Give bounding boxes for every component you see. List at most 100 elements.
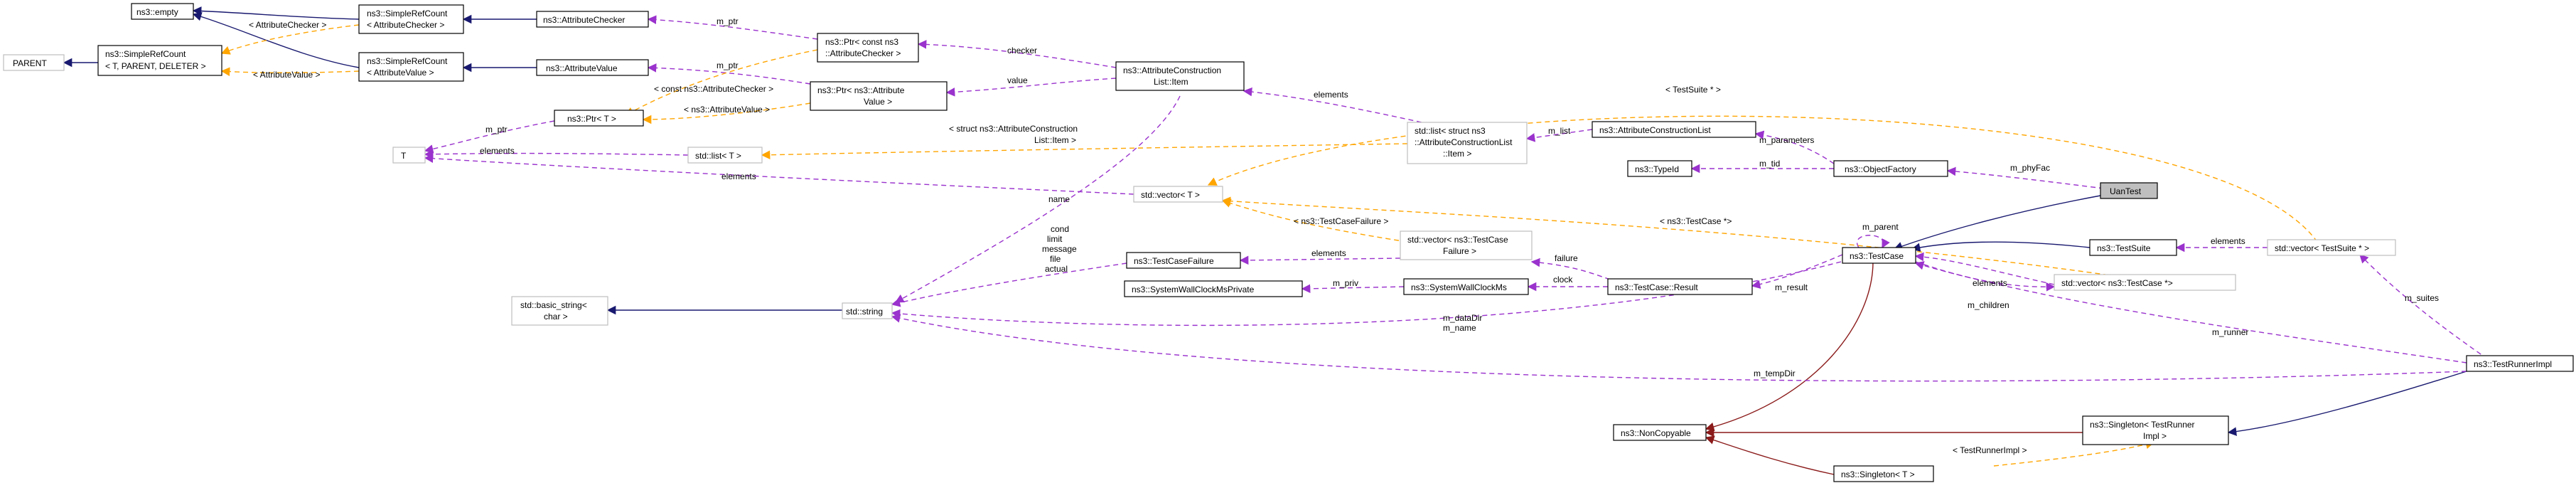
edge-label: m_list [1548,126,1571,136]
edge-vects-to-vect [1207,115,2318,243]
edge-label: clock [1553,275,1573,285]
edge-label: m_dataDir [1443,313,1482,323]
node-singleton-testrunnerimpl[interactable]: ns3::Singleton< TestRunner Impl > [2082,415,2229,445]
edge-label: m_ptr [717,16,739,26]
node-simplerefcount-attributechecker[interactable]: ns3::SimpleRefCount < AttributeChecker > [358,4,464,34]
node-label: std::list< T > [695,151,741,161]
edge-label: < ns3::TestCaseFailure > [1294,216,1388,226]
node-parent[interactable]: PARENT [3,54,65,71]
node-label: ns3::Ptr< T > [567,114,616,124]
node-label: ns3::Singleton< T > [1841,469,1915,479]
node-label: ns3::SystemWallClockMsPrivate [1132,285,1255,294]
edge-vectc-to-tc [1914,252,2055,285]
node-label: ns3::TestRunnerImpl [2474,359,2552,369]
node-std-vector-t[interactable]: std::vector< T > [1133,186,1223,203]
node-label: ns3::AttributeValue [546,63,618,73]
edge-label: m_result [1775,282,1808,292]
node-label: ns3::TestCase [1850,251,1904,261]
node-typeid[interactable]: ns3::TypeId [1627,160,1692,177]
edge-labels: < AttributeChecker > < AttributeValue > … [249,16,2439,455]
edge-label: message [1042,244,1077,254]
node-label: ns3::Ptr< ns3::Attribute [817,85,905,95]
node-uantest[interactable]: UanTest [2100,182,2158,199]
edge-label: elements [721,171,756,181]
edge-label: actual [1045,264,1068,274]
node-std-vector-testcase[interactable]: std::vector< ns3::TestCase *> [2054,274,2236,291]
node-testcase[interactable]: ns3::TestCase [1842,247,1916,264]
edge-tcf-to-stdstring [891,262,1127,307]
edge-trimpl-to-stdstring [891,314,2467,382]
node-singleton-t[interactable]: ns3::Singleton< T > [1833,465,1934,482]
node-label: PARENT [13,58,47,68]
node-label: char > [544,312,568,322]
edge-label: < const ns3::AttributeChecker > [654,84,773,94]
node-simplerefcount-t[interactable]: ns3::SimpleRefCount < T, PARENT, DELETER… [97,45,222,76]
edge-ptrac-to-ptrt [624,49,818,116]
node-simplerefcount-attributevalue[interactable]: ns3::SimpleRefCount < AttributeValue > [358,52,464,82]
edge-label: value [1007,75,1028,85]
node-label: < AttributeValue > [367,68,434,78]
node-std-string[interactable]: std::string [842,302,893,319]
edge-label: checker [1007,46,1037,55]
edge-label: m_tid [1759,159,1780,169]
edge-label: failure [1555,253,1578,263]
edge-label: m_ptr [717,60,739,70]
edge-singt-to-singtri [1993,440,2155,467]
edge-ptrt-to-T [424,120,555,154]
node-t[interactable]: T [392,147,426,164]
edge-label: < struct ns3::AttributeConstruction [949,124,1078,134]
node-testcasefailure[interactable]: ns3::TestCaseFailure [1126,252,1241,269]
node-testcase-result[interactable]: ns3::TestCase::Result [1607,278,1753,295]
node-attributeconstructionlist-item[interactable]: ns3::AttributeConstruction List::Item [1115,61,1245,91]
edge-srcav-to-srct [220,67,360,76]
edge-tc-to-noncopy [1705,261,1874,432]
node-noncopyable[interactable]: ns3::NonCopyable [1613,424,1707,441]
node-testrunnerimpl[interactable]: ns3::TestRunnerImpl [2466,355,2574,372]
node-std-vector-testcasefailure[interactable]: std::vector< ns3::TestCase Failure > [1400,230,1533,260]
edge-label: m_parent [1862,222,1899,232]
node-label: ns3::AttributeConstruction [1123,65,1221,75]
edge-label: m_children [1968,300,2009,310]
node-label: ns3::SimpleRefCount [105,49,186,59]
node-label: ns3::Singleton< TestRunner [2090,420,2195,430]
node-attributevalue[interactable]: ns3::AttributeValue [536,59,649,76]
edge-ptrav-to-av [647,63,811,85]
node-ptr-attributevalue[interactable]: ns3::Ptr< ns3::Attribute Value > [810,81,948,111]
node-label: UanTest [2110,186,2142,196]
node-label: ns3::ObjectFactory [1845,164,1916,174]
node-objectfactory[interactable]: ns3::ObjectFactory [1833,160,1948,177]
node-std-list-t[interactable]: std::list< T > [687,147,763,164]
node-attributechecker[interactable]: ns3::AttributeChecker [536,11,649,28]
node-systemwallclockmsprivate[interactable]: ns3::SystemWallClockMsPrivate [1124,280,1303,297]
node-attributeconstructionlist[interactable]: ns3::AttributeConstructionList [1592,121,1756,138]
edge-label: m_runner [2212,327,2248,337]
edge-acli-to-stdstring [894,95,1181,303]
edge-label: elements [1311,248,1346,258]
node-label: ns3::SimpleRefCount [367,56,448,66]
node-std-list-item[interactable]: std::list< struct ns3 ::AttributeConstru… [1407,122,1528,164]
node-testsuite[interactable]: ns3::TestSuite [2089,239,2177,256]
edge-label: m_suites [2405,293,2439,303]
edge-label: m_parameters [1759,135,1814,145]
node-std-vector-testsuite[interactable]: std::vector< TestSuite * > [2267,239,2396,256]
node-systemwallclockms[interactable]: ns3::SystemWallClockMs [1403,278,1529,295]
edge-vectcf-to-vect [1221,198,1408,243]
node-ns3-empty[interactable]: ns3::empty [131,3,194,20]
node-label: < AttributeChecker > [367,20,444,30]
node-ptr-attributechecker[interactable]: ns3::Ptr< const ns3 ::AttributeChecker > [817,33,919,63]
edge-ptrac-to-ac [647,15,818,40]
node-ptr-t[interactable]: ns3::Ptr< T > [554,110,644,127]
edges [63,6,2489,475]
node-label: ns3::TestSuite [2097,243,2151,253]
edge-srcac-to-srct [220,24,360,55]
edge-stdlistt-to-T [424,149,689,159]
node-label: ns3::TypeId [1635,164,1679,174]
edge-srcav-to-empty [192,12,360,68]
node-label: < T, PARENT, DELETER > [105,61,206,71]
edge-trimpl-to-vects [2359,254,2489,360]
edge-label: < TestRunnerImpl > [1953,445,2027,455]
edge-vectc-to-vect [1221,196,2126,278]
edge-trimpl-to-tc [1914,261,2467,363]
edge-label: m_phyFac [2010,163,2050,173]
node-std-basic-string[interactable]: std::basic_string< char > [511,296,608,326]
